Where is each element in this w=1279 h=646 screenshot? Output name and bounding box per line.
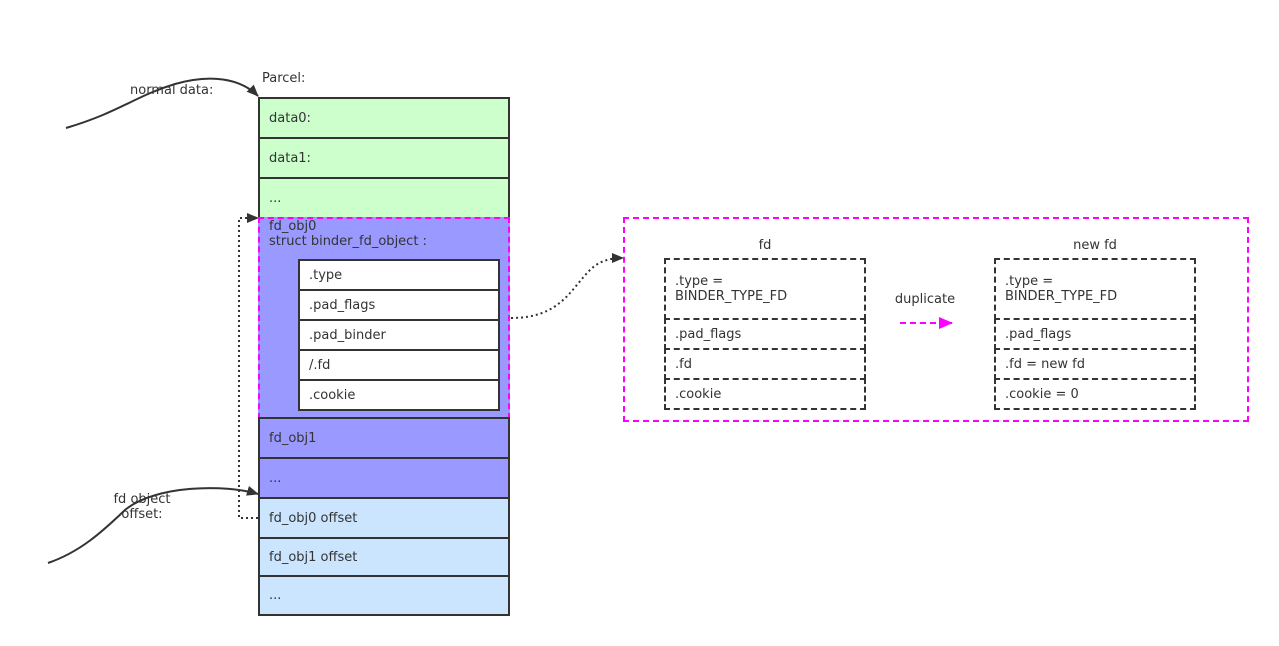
fd-title: fd [758,238,772,253]
new-fd-field-pad-flags-label: .pad_flags [1005,326,1072,342]
new-fd-field-cookie-label: .cookie = 0 [1005,386,1079,402]
fd-obj1-label: fd_obj1 [269,430,317,446]
field-cookie-label: .cookie [309,387,356,403]
duplicate-label: duplicate [894,292,956,307]
field-fd-label: /.fd [309,357,331,373]
fd-field-type: .type = BINDER_TYPE_FD [664,258,866,320]
fd-obj0-offset-cell: fd_obj0 offset [258,497,510,539]
new-fd-field-cookie: .cookie = 0 [994,378,1196,410]
data0-label: data0: [269,110,311,126]
fd-obj1-offset-label: fd_obj1 offset [269,549,358,565]
new-fd-title: new fd [1073,238,1117,253]
fd-obj0-offset-label: fd_obj0 offset [269,510,358,526]
field-fd: /.fd [298,349,500,381]
field-pad-binder-label: .pad_binder [309,327,386,343]
offset-link-dotted [238,213,259,519]
fd-obj0-header: fd_obj0 struct binder_fd_object : [269,219,427,249]
data1-label: data1: [269,150,311,166]
new-fd-field-pad-flags: .pad_flags [994,318,1196,350]
data1-cell: data1: [258,137,510,179]
new-fd-field-type-label: .type = BINDER_TYPE_FD [1005,274,1118,304]
fd-field-fd: .fd [664,348,866,380]
fd-offset-label: fd object offset: [113,492,171,522]
field-pad-flags: .pad_flags [298,289,500,321]
field-pad-flags-label: .pad_flags [309,297,376,313]
duplicate-detail-box [623,217,1249,422]
fd-offset-arrow [47,486,259,564]
field-pad-binder: .pad_binder [298,319,500,351]
detail-link-dotted [510,253,624,319]
fd-field-fd-label: .fd [675,356,692,372]
normal-data-label: normal data: [130,83,214,98]
new-fd-field-fd-label: .fd = new fd [1005,356,1085,372]
new-fd-field-type: .type = BINDER_TYPE_FD [994,258,1196,320]
fd-field-type-label: .type = BINDER_TYPE_FD [675,274,788,304]
parcel-title: Parcel: [262,71,306,86]
normal-data-arrow [65,77,259,129]
ellipsis-label: ... [269,470,282,486]
normal-data-ellipsis-cell: ... [258,177,510,219]
field-cookie: .cookie [298,379,500,411]
ellipsis-label: ... [269,588,282,603]
fd-obj1-offset-cell: fd_obj1 offset [258,537,510,577]
fd-obj1-cell: fd_obj1 [258,417,510,459]
data0-cell: data0: [258,97,510,139]
fd-field-cookie-label: .cookie [675,386,722,402]
fd-field-pad-flags-label: .pad_flags [675,326,742,342]
field-type: .type [298,259,500,291]
new-fd-field-fd: .fd = new fd [994,348,1196,380]
ellipsis-label: ... [269,190,282,206]
offsets-ellipsis-cell: ... [258,575,510,616]
fd-field-cookie: .cookie [664,378,866,410]
objects-ellipsis-cell: ... [258,457,510,499]
field-type-label: .type [309,267,343,283]
fd-field-pad-flags: .pad_flags [664,318,866,350]
